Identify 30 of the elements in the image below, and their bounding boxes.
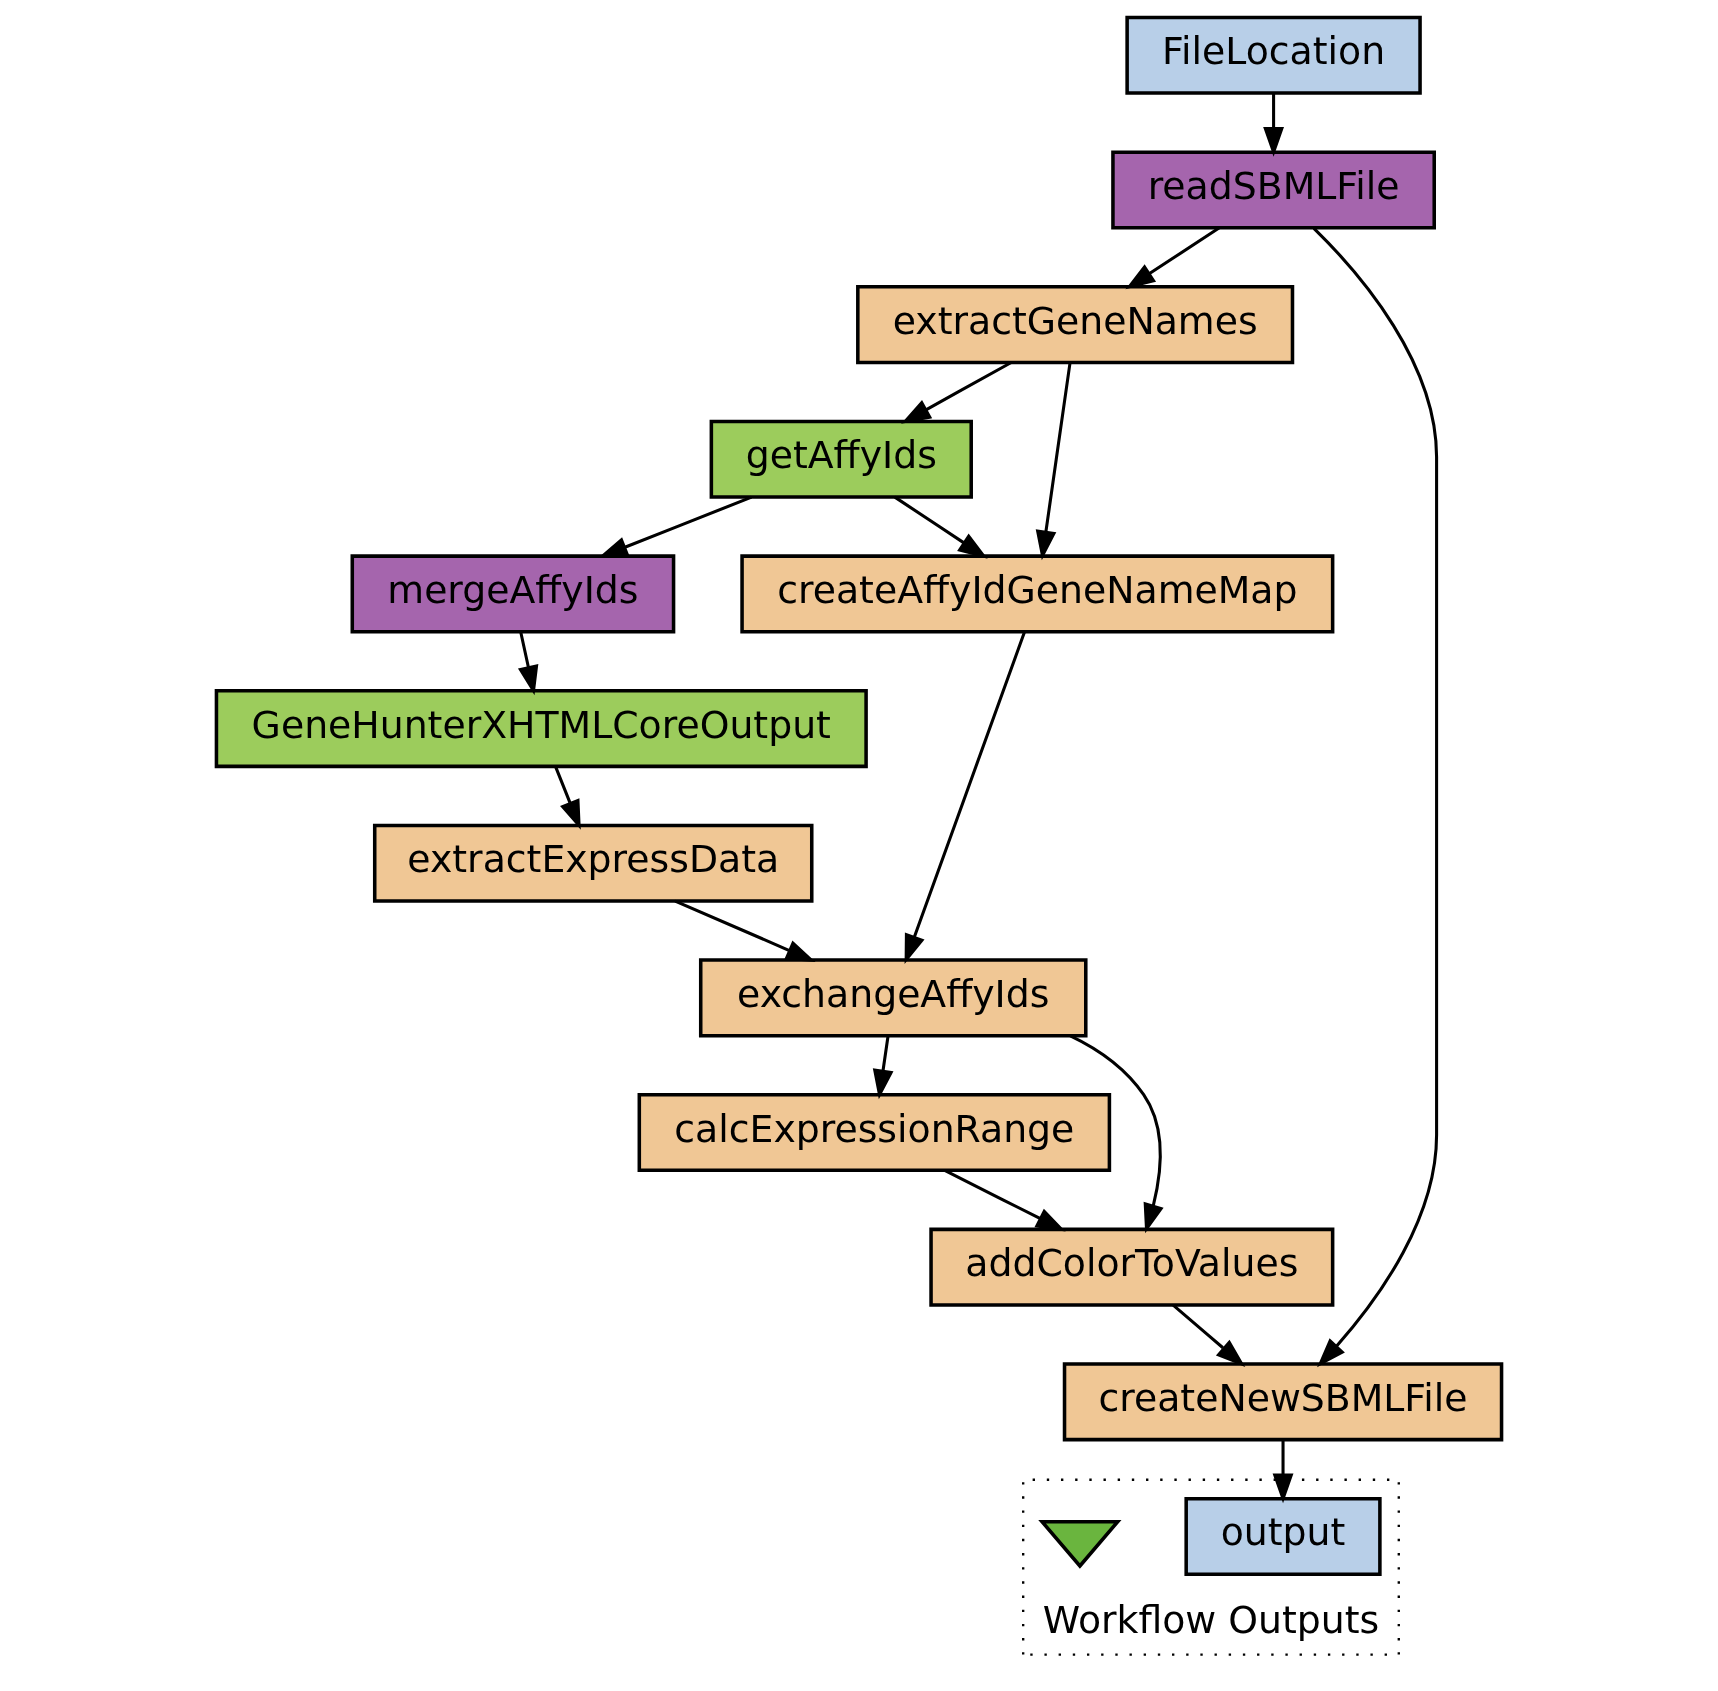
node-box: FileLocation	[1125, 15, 1422, 95]
node-box: extractExpressData	[372, 823, 814, 903]
arrow	[904, 631, 1026, 965]
arrow	[894, 495, 988, 559]
arrow	[1069, 1034, 1164, 1234]
node-box: mergeAffyIds	[350, 554, 676, 634]
node-box: exchangeAffyIds	[698, 958, 1088, 1038]
arrow	[1125, 226, 1221, 290]
node-box: GeneHunterXHTMLCoreOutput	[214, 689, 868, 769]
arrow	[554, 765, 581, 830]
node-box: output	[1184, 1496, 1382, 1577]
arrow	[598, 495, 753, 558]
arrow	[1263, 93, 1285, 157]
node-box: createNewSBMLFile	[1062, 1362, 1504, 1442]
arrow	[901, 361, 1012, 424]
arrow	[517, 631, 539, 696]
node-box: createAffyIdGeneNameMap	[740, 554, 1335, 634]
node-box: calcExpressionRange	[637, 1092, 1112, 1173]
arrow	[872, 1035, 894, 1100]
node-box: readSBMLFile	[1111, 150, 1436, 230]
node-triangle	[1038, 1519, 1122, 1569]
arrow	[674, 899, 816, 962]
arrow	[1272, 1439, 1294, 1504]
node-box: extractGeneNames	[856, 285, 1295, 365]
arrow	[1172, 1303, 1246, 1368]
arrow	[1312, 227, 1439, 1368]
arrow	[1035, 362, 1072, 561]
arrow	[944, 1169, 1066, 1232]
node-box: addColorToValues	[929, 1227, 1335, 1307]
node-box: getAffyIds	[709, 419, 973, 499]
